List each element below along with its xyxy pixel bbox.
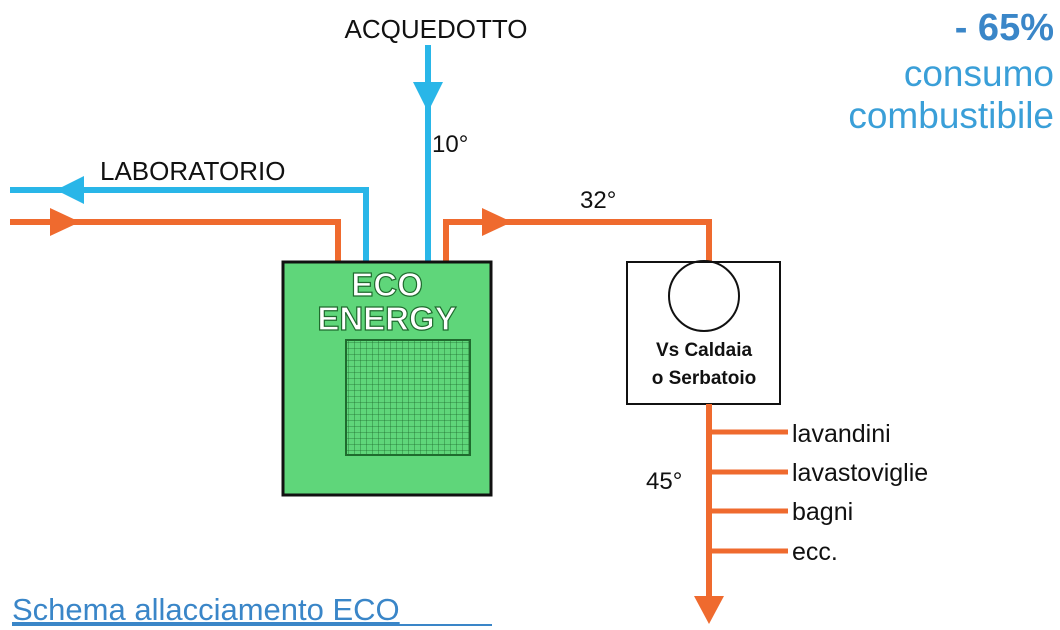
- laboratory-label: LABORATORIO: [100, 156, 285, 186]
- output-item: lavandini: [792, 420, 891, 448]
- preheat-temperature: 32°: [580, 187, 616, 214]
- flow-right-arrow-icon: [482, 208, 512, 236]
- flow-down-arrow-icon: [694, 596, 724, 624]
- output-item: lavastoviglie: [792, 459, 928, 487]
- aqueduct-inlet-pipe: [413, 45, 443, 262]
- flow-down-arrow-icon: [413, 82, 443, 112]
- inlet-temperature: 10°: [432, 131, 468, 158]
- savings-label-line2: combustibile: [848, 95, 1054, 136]
- tank-label-line2: o Serbatoio: [652, 368, 757, 389]
- hot-water-outlet: [694, 404, 788, 624]
- laboratory-cold-pipe: [10, 176, 369, 262]
- savings-label-line1: consumo: [904, 53, 1054, 94]
- boiler-tank: Vs Caldaia o Serbatoio: [626, 260, 781, 405]
- flow-right-arrow-icon: [50, 208, 80, 236]
- output-item: bagni: [792, 498, 853, 526]
- unit-label-line1: ECO: [351, 266, 423, 303]
- preheated-pipe: [443, 208, 712, 262]
- output-item: ecc.: [792, 538, 838, 566]
- heat-exchanger-grid: [345, 339, 471, 456]
- outlet-temperature: 45°: [646, 468, 682, 495]
- diagram-caption: Schema allacciamento ECO: [12, 592, 400, 627]
- laboratory-hot-pipe: [10, 208, 341, 262]
- eco-energy-unit: ECO ENERGY: [281, 260, 493, 497]
- tank-label-line1: Vs Caldaia: [656, 340, 753, 361]
- savings-value: - 65%: [955, 7, 1054, 49]
- flow-left-arrow-icon: [56, 176, 84, 204]
- aqueduct-label: ACQUEDOTTO: [345, 14, 528, 44]
- tank-gauge-icon: [668, 260, 740, 332]
- unit-label-line2: ENERGY: [317, 300, 456, 337]
